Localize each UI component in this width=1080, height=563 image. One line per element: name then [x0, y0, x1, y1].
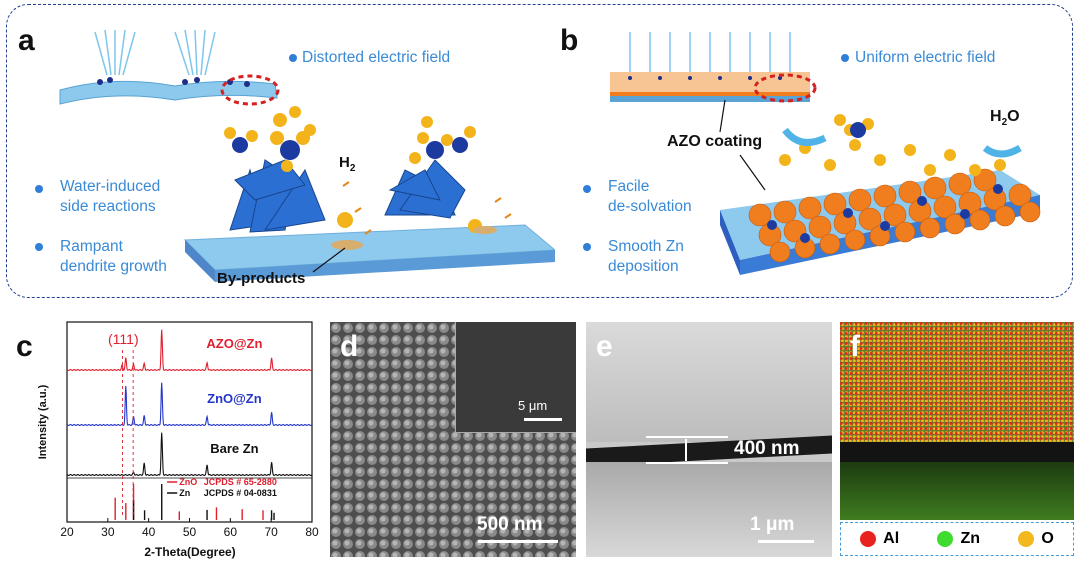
- series-label-2: Bare Zn: [210, 441, 258, 456]
- ref-name-zn: Zn: [179, 488, 190, 498]
- legend-item-al: Al: [860, 530, 899, 548]
- panel-a-letter: a: [18, 24, 35, 57]
- peak-111-annotation: (111): [108, 331, 139, 347]
- xrd-pattern-azo-zn: [66, 329, 313, 372]
- label-uniform-field: Uniform electric field: [855, 49, 996, 66]
- legend-dot-o: [1018, 531, 1035, 547]
- schematic-frame: [6, 4, 1073, 298]
- x-tick-label-60: 60: [224, 525, 238, 539]
- label-h2o: H2O: [990, 108, 1020, 129]
- panel-c-letter: c: [16, 330, 33, 363]
- legend-dot-al: [860, 531, 877, 547]
- panel-d-letter: d: [340, 330, 359, 363]
- field-arrows-a: [94, 29, 216, 76]
- label-h2: H2: [339, 154, 356, 174]
- eds-map: f: [840, 322, 1074, 520]
- x-tick-label-50: 50: [183, 525, 197, 539]
- x-tick-label-80: 80: [305, 525, 319, 539]
- eds-legend: Al Zn O: [840, 522, 1074, 556]
- dendrite-right: [384, 159, 466, 219]
- label-byproducts: By-products: [217, 270, 306, 287]
- ref-card-zno: JCPDS # 65-2880: [204, 477, 277, 487]
- panel-a-illustration: [59, 29, 555, 282]
- label-azo-coating: AZO coating: [667, 133, 763, 150]
- panel-b-letter: b: [560, 24, 579, 57]
- sem-image-e: 400 nm 1 μm e: [586, 322, 832, 557]
- x-tick-label-70: 70: [264, 525, 278, 539]
- byproduct-patch: [331, 240, 363, 250]
- sem-image-d: 5 μm 500 nm d: [330, 322, 576, 557]
- series-label-1: ZnO@Zn: [207, 391, 262, 406]
- x-tick-label-30: 30: [101, 525, 115, 539]
- xrd-xlabel: 2-Theta(Degree): [144, 545, 235, 559]
- highlight-circle-a: [220, 74, 280, 106]
- x-tick-label-40: 40: [142, 525, 156, 539]
- thickness-label: 400 nm: [734, 438, 800, 459]
- water-molecules-a: [224, 106, 482, 233]
- label-distorted-field: Distorted electric field: [302, 49, 451, 66]
- x-tick-label-20: 20: [60, 525, 74, 539]
- legend-item-zn: Zn: [937, 530, 980, 548]
- h2-bubbles: [342, 181, 512, 235]
- ref-card-zn: JCPDS # 04-0831: [204, 488, 277, 498]
- panel-b-illustration: [610, 32, 1041, 275]
- panel-e-letter: e: [596, 330, 613, 363]
- main-scale-label-d: 500 nm: [477, 514, 543, 535]
- azo-spheres: [748, 168, 1041, 263]
- series-label-0: AZO@Zn: [206, 336, 262, 351]
- legend-item-o: O: [1018, 530, 1054, 548]
- scale-label-e: 1 μm: [750, 514, 795, 535]
- field-arrows-b: [629, 32, 791, 72]
- legend-dot-zn: [937, 531, 954, 547]
- sem-inset: 5 μm: [455, 322, 576, 433]
- ref-name-zno: ZnO: [179, 477, 197, 487]
- panel-f-letter: f: [850, 330, 860, 363]
- xrd-ylabel: Intensity (a.u.): [37, 384, 49, 459]
- xrd-pattern-zno-zn: [66, 382, 313, 427]
- inset-scale-label: 5 μm: [518, 398, 548, 413]
- xrd-pattern-bare-zn: [66, 432, 313, 477]
- zn-slab-small-a: [59, 80, 278, 105]
- highlight-circle-b: [753, 73, 817, 103]
- water-molecules-b: [779, 114, 1006, 176]
- dendrite-left: [229, 159, 326, 233]
